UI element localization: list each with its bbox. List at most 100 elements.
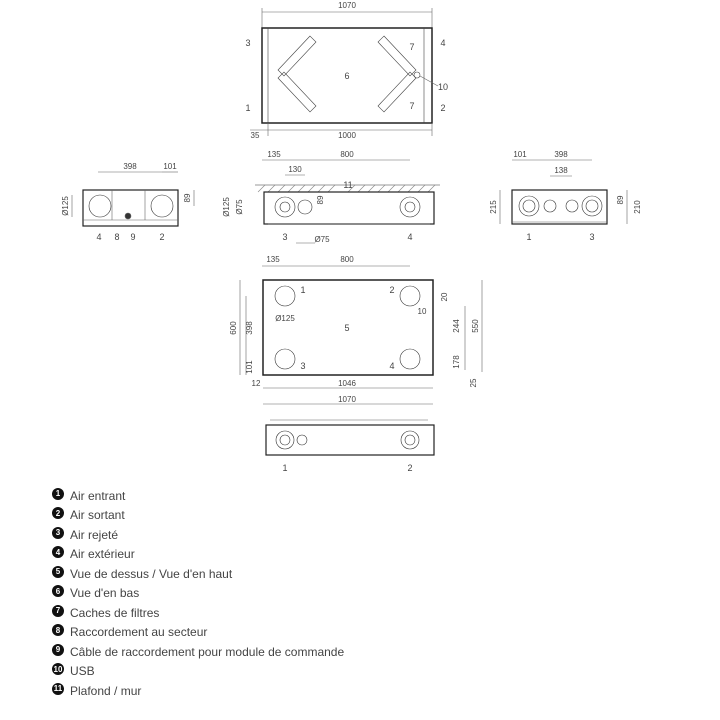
dim-800-mid: 800	[340, 150, 354, 159]
callout-1: 1	[245, 103, 250, 113]
dim-101-right: 101	[513, 150, 527, 159]
dim-d75-mid-bottom: Ø75	[314, 235, 330, 244]
front-view	[265, 419, 435, 456]
top-view	[239, 265, 483, 405]
legend-item: 4 Air extérieur	[52, 545, 344, 565]
legend-label: Vue de dessus / Vue d'en haut	[70, 566, 233, 581]
dim-12: 12	[252, 379, 261, 388]
callout-2-top: 2	[389, 285, 394, 295]
legend-item: 2 Air sortant	[52, 506, 344, 526]
dim-550: 550	[471, 319, 480, 333]
callout-5: 5	[344, 323, 349, 333]
dim-89-left: 89	[183, 193, 192, 202]
callout-2-front: 2	[407, 463, 412, 473]
dim-215: 215	[489, 200, 498, 214]
legend-item: 6 Vue d'en bas	[52, 584, 344, 604]
legend-label: Air extérieur	[70, 547, 135, 562]
legend-label: Air rejeté	[70, 527, 119, 542]
dim-398-left: 398	[123, 162, 137, 171]
dim-130: 130	[288, 165, 302, 174]
dim-d75-mid-left: Ø75	[235, 199, 244, 215]
callout-3: 3	[245, 38, 250, 48]
legend-item: 1 Air entrant	[52, 486, 344, 506]
legend-item: 7 Caches de filtres	[52, 603, 344, 623]
side-right-view	[499, 159, 628, 225]
legend-item: 8 Raccordement au secteur	[52, 623, 344, 643]
legend-label: Câble de raccordement pour module de com…	[70, 644, 345, 659]
dim-1070-bottom: 1070	[338, 395, 356, 404]
legend-label: Air entrant	[70, 488, 126, 503]
callout-2-left: 2	[159, 232, 164, 242]
number-badge-icon: 3	[52, 526, 64, 539]
number-badge-icon: 8	[52, 624, 64, 637]
dim-135-mid: 135	[267, 150, 281, 159]
side-mid-view	[255, 159, 440, 244]
dim-138: 138	[554, 166, 568, 175]
number-badge-icon: 4	[52, 546, 64, 559]
legend-label: Vue d'en bas	[70, 586, 140, 601]
legend-item: 3 Air rejeté	[52, 525, 344, 545]
legend-item: 5 Vue de dessus / Vue d'en haut	[52, 564, 344, 584]
dim-d125-left: Ø125	[61, 196, 70, 216]
callout-10: 10	[438, 82, 448, 92]
callout-3-top: 3	[300, 361, 305, 371]
legend-label: Air sortant	[70, 508, 125, 523]
callout-4: 4	[440, 38, 445, 48]
number-badge-icon: 6	[52, 585, 64, 598]
dim-244: 244	[452, 319, 461, 333]
callout-2: 2	[440, 103, 445, 113]
dim-35: 35	[251, 131, 260, 140]
callout-1-right: 1	[526, 232, 531, 242]
dim-178: 178	[452, 355, 461, 369]
callout-4-top: 4	[389, 361, 394, 371]
callout-3-right: 3	[589, 232, 594, 242]
callout-9: 9	[130, 232, 135, 242]
number-badge-icon: 10	[52, 663, 64, 676]
dim-89-mid: 89	[316, 195, 325, 204]
number-badge-icon: 2	[52, 507, 64, 520]
dim-101-left: 101	[163, 162, 177, 171]
callout-4-mid: 4	[407, 232, 412, 242]
callout-8: 8	[114, 232, 119, 242]
dim-800-top: 800	[340, 255, 354, 264]
dim-10: 10	[418, 307, 427, 316]
callout-11: 11	[343, 180, 352, 190]
number-badge-icon: 9	[52, 643, 64, 656]
number-badge-icon: 1	[52, 487, 64, 500]
dim-1070-top: 1070	[338, 1, 356, 10]
dim-d125-mid: Ø125	[222, 197, 231, 217]
legend-label: Raccordement au secteur	[70, 625, 208, 640]
legend-label: Plafond / mur	[70, 683, 142, 698]
side-left-view	[71, 171, 195, 227]
dim-d125-top: Ø125	[275, 314, 295, 323]
number-badge-icon: 7	[52, 604, 64, 617]
dim-1046: 1046	[338, 379, 356, 388]
dim-20: 20	[440, 292, 449, 301]
callout-7b: 7	[409, 101, 414, 111]
dim-135-top: 135	[266, 255, 280, 264]
technical-drawing: 1070 35 1000 3 1 4 2 6 7 7 10 398 101 Ø1…	[61, 1, 642, 473]
callout-3-mid: 3	[282, 232, 287, 242]
callout-6: 6	[344, 71, 349, 81]
bottom-view	[250, 8, 439, 136]
legend-item: 9 Câble de raccordement pour module de co…	[52, 642, 344, 662]
number-badge-icon: 11	[52, 682, 64, 695]
dim-398-top: 398	[245, 321, 254, 335]
dim-101-top: 101	[245, 360, 254, 374]
dim-398-right: 398	[554, 150, 568, 159]
legend-label: Caches de filtres	[70, 605, 160, 620]
number-badge-icon: 5	[52, 565, 64, 578]
dim-25: 25	[469, 378, 478, 387]
dim-600: 600	[229, 321, 238, 335]
legend-label: USB	[70, 664, 95, 679]
legend-item: 10 USB	[52, 662, 344, 682]
callout-1-top: 1	[300, 285, 305, 295]
dim-1000: 1000	[338, 131, 356, 140]
callout-7a: 7	[409, 42, 414, 52]
dim-89-right: 89	[616, 195, 625, 204]
callout-1-front: 1	[282, 463, 287, 473]
legend-item: 11 Plafond / mur	[52, 681, 344, 701]
dim-210: 210	[633, 200, 642, 214]
callout-4-left: 4	[96, 232, 101, 242]
